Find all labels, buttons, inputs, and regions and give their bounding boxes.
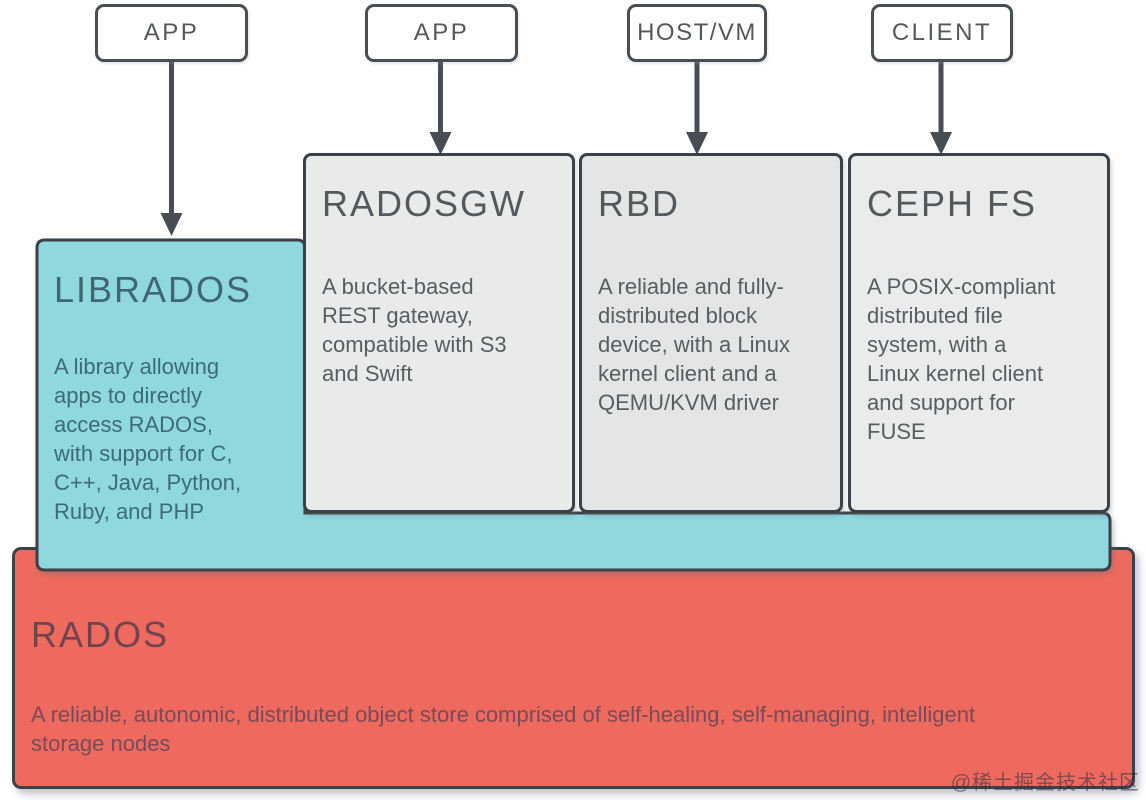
cephfs-box: CEPH FS A POSIX-compliant distributed fi… xyxy=(848,153,1110,513)
rados-layer: RADOS A reliable, autonomic, distributed… xyxy=(12,547,1135,789)
rbd-description: A reliable and fully-distributed block d… xyxy=(598,274,790,415)
node-label: CLIENT xyxy=(891,19,993,46)
arrow-down-icon xyxy=(686,62,708,155)
node-client: CLIENT xyxy=(871,4,1013,62)
watermark: @稀土掘金技术社区 xyxy=(950,772,1140,794)
node-label: APP xyxy=(143,19,200,46)
librados-title: LIBRADOS xyxy=(54,269,253,310)
cephfs-title: CEPH FS xyxy=(867,183,1038,224)
node-host-vm: HOST/VM xyxy=(627,4,767,62)
librados-layer: LIBRADOS A library allowing apps to dire… xyxy=(54,270,252,526)
librados-description: A library allowing apps to directly acce… xyxy=(54,354,242,524)
rbd-box: RBD A reliable and fully-distributed blo… xyxy=(579,153,843,513)
rbd-title: RBD xyxy=(598,183,681,224)
radosgw-box: RADOSGW A bucket-based REST gateway, com… xyxy=(303,153,575,513)
arrow-down-icon xyxy=(160,62,183,236)
arrow-down-icon xyxy=(930,62,952,155)
cephfs-description: A POSIX-compliant distributed file syste… xyxy=(867,274,1056,444)
radosgw-description: A bucket-based REST gateway, compatible … xyxy=(322,274,507,386)
rados-description: A reliable, autonomic, distributed objec… xyxy=(31,702,976,756)
arrow-down-icon xyxy=(429,62,452,155)
node-app-1: APP xyxy=(95,4,248,62)
rados-title: RADOS xyxy=(31,614,170,655)
radosgw-title: RADOSGW xyxy=(322,183,527,224)
node-app-2: APP xyxy=(365,4,518,62)
node-label: HOST/VM xyxy=(637,19,757,46)
node-label: APP xyxy=(413,19,470,46)
